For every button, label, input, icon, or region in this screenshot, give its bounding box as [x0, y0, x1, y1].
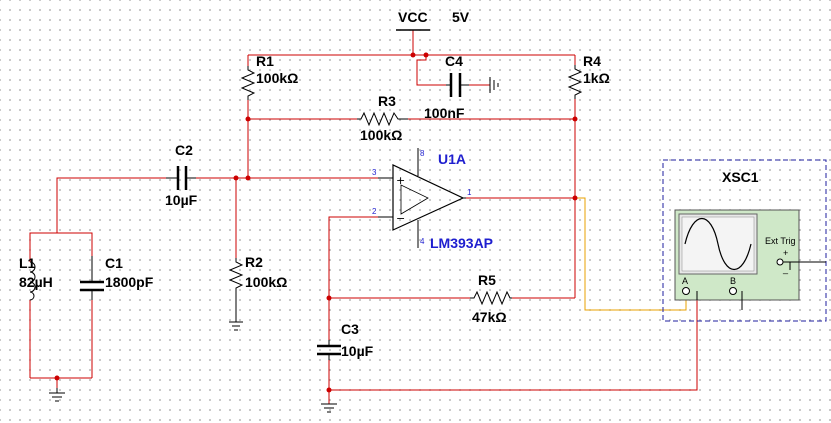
- u1-part: LM393AP: [430, 235, 493, 251]
- vcc-value: 5V: [452, 9, 470, 25]
- pin-label-vplus: 8: [420, 149, 425, 158]
- channel-b-label: B: [730, 276, 736, 286]
- pin-label-out: 1: [467, 188, 472, 197]
- c4-value: 100nF: [424, 105, 465, 121]
- c3-value: 10µF: [341, 343, 374, 359]
- trig-plus-label: +: [783, 248, 788, 258]
- trig-minus-label: _: [782, 264, 789, 274]
- l1-coil[interactable]: [29, 261, 36, 301]
- ground-icon: [489, 77, 499, 93]
- c2-value: 10µF: [165, 192, 198, 208]
- r4-body[interactable]: [567, 65, 583, 99]
- channel-b-terminal[interactable]: [729, 287, 737, 295]
- r4-ref: R4: [583, 53, 601, 69]
- wires: [29, 30, 698, 404]
- wire-c4: [416, 55, 446, 86]
- comparator-u1a[interactable]: + − 3 2 1 8 4 U1A LM393AP: [372, 148, 493, 251]
- wire-scope-b: [329, 294, 698, 391]
- ground-icon: [229, 321, 243, 331]
- grounds: [49, 77, 499, 413]
- vcc-symbol[interactable]: VCC 5V: [396, 9, 470, 31]
- channel-a-terminal[interactable]: [682, 287, 690, 295]
- junctions: [54, 52, 578, 393]
- r5-value: 47kΩ: [472, 309, 507, 325]
- l1-ref: L1: [19, 255, 36, 271]
- c1-value: 1800pF: [105, 274, 154, 290]
- comparator-triangle: [392, 164, 465, 231]
- r3-ref: R3: [378, 93, 396, 109]
- junction-dot: [572, 116, 578, 122]
- junction-dot: [54, 375, 60, 381]
- wire-tank-top: [56, 177, 166, 233]
- r5-ref: R5: [478, 272, 496, 288]
- oscilloscope-xsc1[interactable]: XSC1 Ext Trig + _ A B: [662, 159, 827, 322]
- junction-dot: [326, 295, 332, 301]
- ground-icon: [321, 403, 337, 413]
- r3-body[interactable]: [357, 111, 408, 127]
- wire-minus: [328, 216, 378, 298]
- junction-dot: [572, 195, 578, 201]
- pin-label-gnd: 4: [420, 237, 425, 246]
- r1-ref: R1: [256, 53, 274, 69]
- pin-label-minus: 2: [372, 207, 377, 216]
- wire-tank-upper: [29, 232, 93, 256]
- junction-dot: [245, 175, 251, 181]
- junction-dot: [245, 116, 251, 122]
- r1-value: 100kΩ: [256, 70, 298, 86]
- junction-dot: [326, 387, 332, 393]
- u1-ref: U1A: [438, 151, 466, 167]
- channel-a-label: A: [682, 276, 688, 286]
- pin-label-plus: 3: [372, 168, 377, 177]
- r1-body[interactable]: [240, 66, 256, 100]
- scope-frame: [662, 159, 827, 322]
- r2-body[interactable]: [228, 258, 244, 292]
- vcc-label: VCC: [398, 9, 428, 25]
- c2-ref: C2: [175, 142, 193, 158]
- r4-value: 1kΩ: [583, 70, 610, 86]
- r2-ref: R2: [245, 254, 263, 270]
- r3-value: 100kΩ: [360, 127, 402, 143]
- l1-value: 82µH: [19, 274, 53, 290]
- probe-wire-a: [575, 197, 687, 311]
- ext-trig-label: Ext Trig: [765, 236, 796, 246]
- c4-ref: C4: [445, 53, 463, 69]
- plus-sign: +: [396, 174, 405, 187]
- minus-sign: −: [396, 212, 405, 225]
- r5-body[interactable]: [470, 290, 512, 306]
- c1-ref: C1: [105, 255, 123, 271]
- scope-ref: XSC1: [722, 169, 759, 185]
- c3-ref: C3: [341, 321, 359, 337]
- ground-icon: [49, 388, 65, 402]
- junction-dot: [423, 52, 429, 58]
- junction-dot: [410, 52, 416, 58]
- r2-value: 100kΩ: [245, 274, 287, 290]
- junction-dot: [233, 175, 239, 181]
- sine-wave-icon: [684, 217, 752, 271]
- ext-trig-terminal[interactable]: [776, 258, 784, 266]
- comparator-inner-icon: [400, 184, 429, 215]
